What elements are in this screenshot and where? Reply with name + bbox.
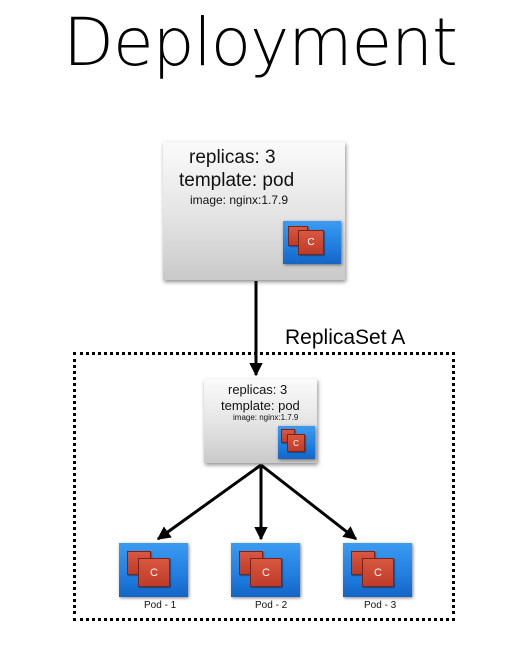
container-icon: C (287, 434, 305, 452)
replicaset-replicas-text: replicas: 3 (228, 382, 288, 397)
arrow-replicaset-to-pod-3 (260, 463, 358, 541)
pod-3-label: Pod - 3 (364, 600, 397, 611)
pod-1: C (119, 543, 188, 597)
replicaset-pod-template-icon: C (278, 426, 315, 459)
arrow-replicaset-to-pod-1 (156, 463, 262, 541)
container-letter: C (150, 566, 158, 579)
container-icon: C (138, 558, 170, 587)
replicaset-spec-card: replicas: 3 template: pod image: nginx:1… (204, 379, 317, 463)
container-icon: C (298, 230, 324, 255)
replicaset-template-text: template: pod (221, 398, 300, 413)
container-letter: C (307, 237, 315, 248)
pod-2: C (231, 543, 300, 597)
page-title: Deployment (63, 4, 458, 81)
deployment-template-text: template: pod (179, 170, 295, 191)
container-letter: C (293, 438, 299, 448)
replicaset-boundary (73, 352, 455, 621)
replicaset-label: ReplicaSet A (285, 326, 406, 349)
deployment-pod-template-icon: C (283, 221, 341, 264)
container-icon: C (250, 558, 282, 587)
container-letter: C (374, 566, 382, 579)
deployment-image-text: image: nginx:1.7.9 (190, 193, 289, 207)
deployment-spec-card: replicas: 3 template: pod image: nginx:1… (163, 142, 345, 280)
pod-3: C (343, 543, 412, 597)
pod-1-label: Pod - 1 (144, 600, 177, 611)
replicaset-image-text: image: nginx:1.7.9 (233, 413, 299, 422)
container-letter: C (262, 566, 270, 579)
deployment-replicas-text: replicas: 3 (189, 147, 276, 168)
container-icon: C (362, 558, 394, 587)
pod-2-label: Pod - 2 (255, 600, 288, 611)
